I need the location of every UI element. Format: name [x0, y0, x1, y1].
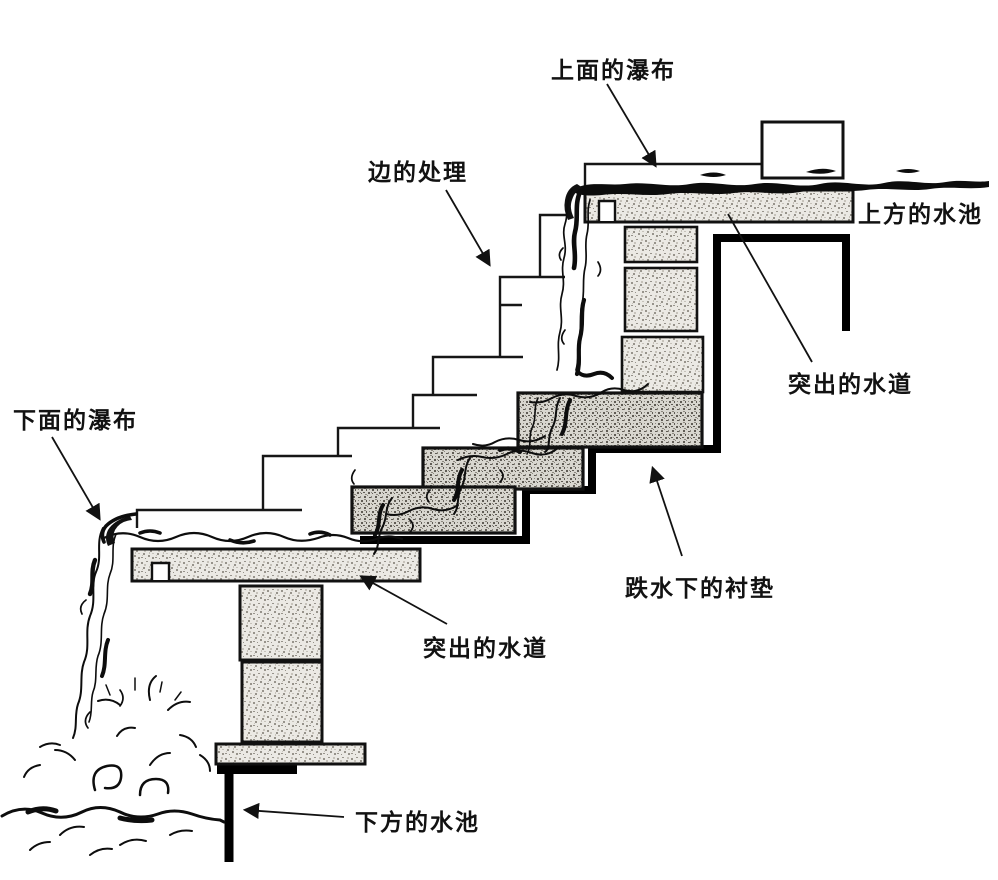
wall-brick-3: [620, 335, 705, 394]
leader-lower-waterfall: [51, 436, 101, 521]
leader-projecting-channel-upper: [727, 213, 813, 363]
leader-lines: [51, 83, 813, 820]
wall-brick-1: [623, 225, 699, 264]
label-projecting-channel-upper: 突出的水道: [788, 371, 913, 397]
label-edge-treatment: 边的处理: [368, 159, 468, 185]
water-artwork: [0, 168, 989, 856]
leader-lower-pool: [242, 802, 345, 820]
lower-channel-slab: [130, 547, 422, 583]
pedestal-brick-2: [240, 660, 324, 744]
spill-stone: [585, 164, 762, 188]
label-lower-pool: 下方的水池: [355, 809, 480, 835]
pond-liner-line: [224, 234, 850, 862]
lower-pool-water-surface: [0, 806, 226, 824]
stair-step-outlines: [135, 213, 568, 528]
leader-liner-under-cascade: [649, 465, 683, 557]
label-upper-waterfall: 上面的瀑布: [551, 57, 676, 83]
cascade-stone-a: [516, 391, 704, 449]
label-upper-pool: 上方的水池: [858, 201, 983, 227]
pedestal-brick-1: [238, 584, 324, 662]
annotation-labels: 上面的瀑布 边的处理 上方的水池 突出的水道 下面的瀑布 跌水下的衬垫 突出的水…: [13, 57, 983, 835]
upper-pool-water-surface: [572, 180, 989, 196]
stone-blocks: [130, 188, 855, 766]
upper-pool-capstone: [583, 188, 855, 224]
leader-upper-waterfall: [606, 83, 657, 168]
wall-brick-2: [623, 266, 699, 333]
label-lower-waterfall: 下面的瀑布: [13, 407, 138, 433]
cascade-stone-b: [421, 446, 585, 491]
leader-edge-treatment: [445, 189, 491, 267]
pedestal-base-slab: [214, 742, 367, 766]
leader-projecting-channel-lower: [359, 575, 448, 625]
upper-liner: [360, 234, 850, 544]
label-projecting-channel-lower: 突出的水道: [423, 635, 548, 661]
label-liner-under-cascade: 跌水下的衬垫: [625, 575, 775, 601]
spill-stone-outline: [583, 162, 762, 188]
upper-tank-box: [760, 120, 845, 180]
